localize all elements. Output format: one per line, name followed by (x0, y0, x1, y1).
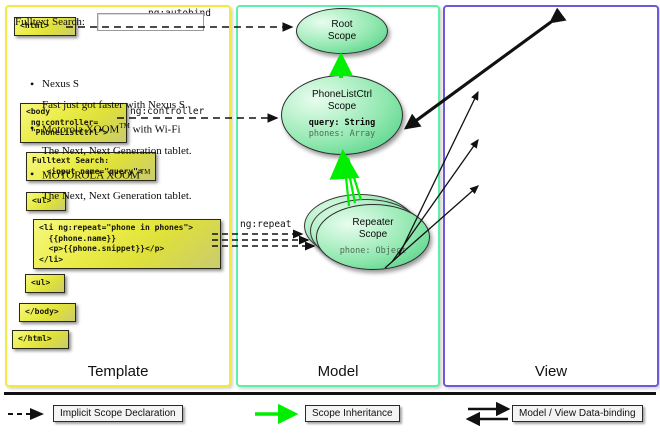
view-phone-item: MOTOROLA XOOMTM The Next, Next Generatio… (28, 167, 208, 203)
view-phone-name: Nexus S (28, 77, 208, 92)
scope-prop-query: query: String (308, 118, 376, 129)
panel-view: View (443, 5, 659, 387)
view-phone-item: Nexus S Fast just got faster with Nexus … (28, 77, 208, 111)
legend: Implicit Scope Declaration Scope Inherit… (0, 392, 660, 435)
view-phone-name: Motorola XOOMTM with Wi-Fi (28, 121, 208, 136)
view-phone-snippet: The Next, Next Generation tablet. (42, 190, 192, 203)
panel-view-title: View (534, 363, 568, 380)
trademark-icon: TM (139, 167, 151, 176)
code-box-html-close: </html> (12, 330, 69, 349)
legend-divider (4, 392, 656, 395)
code-box-body-close: </body> (19, 303, 76, 322)
legend-item-model-view-data-binding: Model / View Data-binding (512, 405, 643, 422)
view-phone-item: Motorola XOOMTM with Wi-Fi The Next, Nex… (28, 121, 208, 157)
view-search-label: Fulltext Search: (15, 16, 85, 28)
view-phone-snippet: The Next, Next Generation tablet. (42, 144, 192, 157)
code-box-li-repeat: <li ng:repeat="phone in phones"> {{phone… (33, 219, 221, 270)
trademark-icon: TM (119, 122, 130, 130)
panel-model-title: Model (317, 363, 359, 380)
view-phone-snippet: Fast just got faster with Nexus S. (42, 99, 188, 111)
edge-label-ng-repeat: ng:repeat (240, 219, 292, 230)
scope-prop-phone: phone: Object (339, 245, 407, 256)
view-phone-list: Nexus S Fast just got faster with Nexus … (28, 77, 208, 213)
view-phone-name-suffix: with Wi-Fi (129, 123, 181, 136)
scope-phonelistctrl-props: query: String phones: Array (309, 118, 376, 140)
code-box-ul-close: <ul> (25, 274, 65, 293)
edge-label-ng-controller: ng:controller (130, 106, 205, 117)
view-phone-name-text: Motorola XOOM (42, 123, 120, 136)
scope-prop-phones: phones: Array (308, 129, 376, 140)
legend-item-implicit-scope-declaration: Implicit Scope Declaration (53, 405, 183, 422)
legend-item-scope-inheritance: Scope Inheritance (305, 405, 400, 422)
view-phone-name-text: MOTOROLA XOOM (42, 169, 140, 182)
view-search-input[interactable] (97, 13, 204, 31)
view-phone-name: MOTOROLA XOOMTM (28, 167, 208, 182)
panel-template-title: Template (87, 363, 149, 380)
code-box-ul-open: <ul> (26, 192, 66, 211)
scope-repeater-props: phone: Object (340, 246, 407, 257)
code-box-html-open: <html> (14, 17, 76, 36)
